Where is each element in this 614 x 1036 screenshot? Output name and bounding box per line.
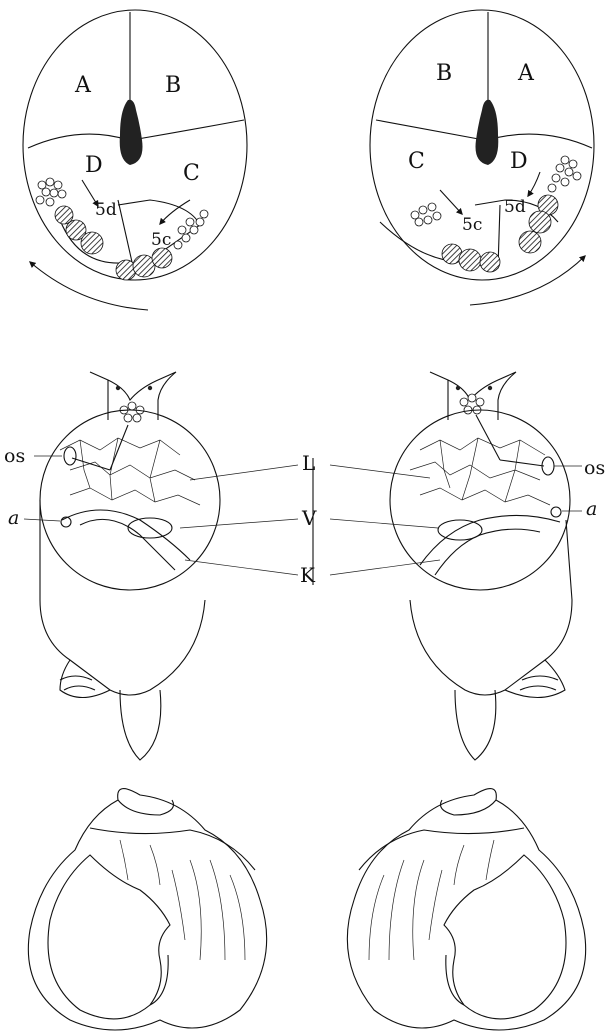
- blastomere-label: B: [165, 73, 181, 98]
- blastomere-label: D: [510, 149, 528, 174]
- osphradium-label: os: [584, 457, 605, 479]
- embryo-right: B A C D 5c 5d: [370, 10, 594, 305]
- blastomere-label: A: [74, 73, 92, 98]
- organ-label-lung: L: [302, 451, 315, 475]
- micromere-label: 5d: [504, 197, 526, 217]
- nerve-ring-left: [120, 402, 144, 422]
- snail-anatomy-right: os a: [390, 372, 605, 760]
- anus-label: a: [8, 507, 19, 529]
- organ-labels: L V K: [180, 451, 440, 587]
- blastomere-label: C: [183, 161, 200, 186]
- yolk-granules-right-d: [519, 156, 581, 253]
- blastomere-label: D: [85, 153, 103, 178]
- anus-label: a: [586, 498, 597, 520]
- micromere-label: 5c: [462, 215, 482, 235]
- organ-label-ventricle: V: [301, 506, 317, 530]
- blastomere-label: B: [436, 61, 452, 86]
- yolk-granules-left-d: [36, 178, 103, 254]
- snail-anatomy-left: os a: [4, 372, 220, 760]
- embryo-left: A B C D 5d 5c: [23, 10, 247, 310]
- organ-label-kidney: K: [300, 563, 316, 587]
- micromere-label: 5c: [151, 230, 171, 250]
- blastomere-label: A: [517, 61, 535, 86]
- micromere-label: 5d: [95, 200, 117, 220]
- shell-left-dextral: [28, 789, 266, 1030]
- shell-right-sinistral: [347, 789, 585, 1030]
- osphradium-label: os: [4, 445, 25, 467]
- yolk-granules-right-c: [411, 203, 500, 272]
- blastomere-label: C: [408, 149, 425, 174]
